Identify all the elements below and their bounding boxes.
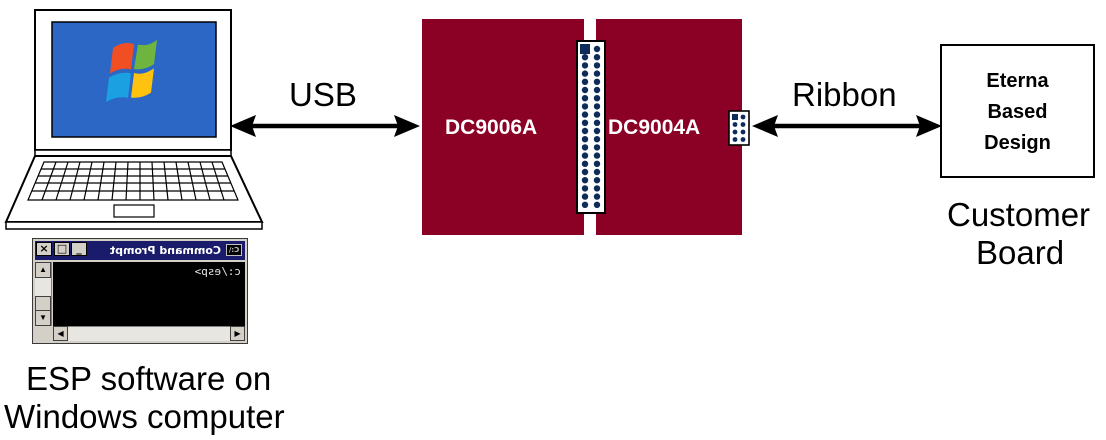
connector-pin: [732, 122, 738, 127]
connector-pin: [593, 185, 601, 192]
laptop-keyboard: [27, 161, 239, 201]
connector-pin: [593, 78, 601, 85]
laptop-icon: [4, 9, 264, 230]
connector-pin: [581, 168, 589, 176]
console-icon: C:\: [226, 244, 242, 256]
design-box-line2: Based: [987, 101, 1048, 123]
connector-pin: [581, 144, 589, 151]
computer-caption-line1: ESP software on: [26, 360, 272, 397]
connector-pin: [581, 160, 589, 167]
connector-pin: [581, 103, 589, 110]
connector-pin: [593, 45, 601, 53]
board-dc9006a-label: DC9006A: [445, 116, 538, 139]
board-dc9004a-label: DC9004A: [608, 116, 701, 139]
connector-pin: [581, 136, 589, 143]
connector-pin: [581, 70, 589, 77]
minimize-button[interactable]: _: [71, 242, 87, 256]
command-prompt-window: C:\ Command Prompt _ □ × c:/esp> ▲ ▼ ◀ ▶: [30, 238, 248, 346]
eterna-design-box: Eterna Based Design: [940, 44, 1095, 178]
connector-pin: [581, 127, 589, 135]
connector-pin: [593, 95, 601, 102]
connector-pin: [581, 177, 589, 184]
connector-pin: [581, 54, 589, 61]
connector-pin: [581, 185, 589, 192]
connector-pin: [593, 136, 601, 143]
connector-pin: [593, 177, 601, 184]
design-box-line1: Eterna: [986, 70, 1049, 92]
connector-pin: [593, 86, 601, 94]
connector-pin: [581, 78, 589, 85]
console-output[interactable]: c:/esp>: [53, 262, 245, 326]
customer-caption-line1: Customer: [947, 196, 1091, 233]
connector-pin: [740, 122, 746, 127]
console-prompt: c:/esp>: [194, 265, 241, 278]
connector-pin: [581, 62, 589, 69]
connector-pin: [581, 152, 589, 159]
connector-pin: [593, 193, 601, 200]
connector-pin: [581, 193, 589, 200]
window-title: Command Prompt: [109, 244, 221, 257]
scroll-down-icon[interactable]: ▼: [35, 310, 51, 326]
scroll-up-icon[interactable]: ▲: [35, 262, 51, 278]
connector-pin: [593, 62, 601, 69]
connector-pin: [740, 137, 746, 142]
pin-header-icon: [576, 40, 606, 214]
connector-pin: [593, 144, 601, 151]
ribbon-label: Ribbon: [792, 76, 897, 113]
horizontal-scrollbar[interactable]: ◀ ▶: [53, 326, 245, 341]
connector-pin: [593, 152, 601, 159]
computer-caption-line2: Windows computer: [4, 398, 285, 435]
double-arrow-icon: [752, 115, 942, 137]
scroll-right-icon[interactable]: ▶: [53, 326, 68, 341]
connector-pin: [593, 119, 601, 127]
connector-pin: [593, 103, 601, 110]
customer-caption-line2: Board: [976, 234, 1065, 271]
connector-pin: [593, 168, 601, 176]
connector-pin: [593, 160, 601, 167]
resize-grip-icon[interactable]: [35, 326, 52, 341]
connector-pin: [581, 201, 589, 208]
board-dc9004a: [596, 19, 742, 235]
maximize-button[interactable]: □: [54, 242, 70, 256]
connector-pin: [732, 137, 738, 142]
usb-label: USB: [289, 76, 357, 113]
connector-pin: [581, 119, 589, 127]
connector-pin: [581, 95, 589, 102]
connector-pin: [593, 201, 601, 208]
windows-logo-icon: [106, 39, 157, 102]
connector-pin: [593, 70, 601, 77]
scroll-left-icon[interactable]: ◀: [230, 326, 245, 341]
connector-pin: [581, 86, 589, 94]
design-box-line3: Design: [984, 132, 1051, 154]
close-button[interactable]: ×: [36, 242, 52, 256]
connector-pin: [581, 111, 589, 118]
connector-pin: [740, 129, 746, 135]
vertical-scrollbar[interactable]: ▲ ▼: [35, 262, 52, 326]
connector-pin: [593, 111, 601, 118]
double-arrow-icon: [230, 115, 420, 137]
connector-pin: [593, 54, 601, 61]
pin-header-icon: [728, 110, 750, 146]
board-dc9006a: [422, 19, 584, 235]
connector-pin: [732, 129, 738, 135]
connector-pin: [740, 114, 746, 120]
laptop-touchpad: [113, 204, 155, 218]
connector-pin: [593, 127, 601, 135]
